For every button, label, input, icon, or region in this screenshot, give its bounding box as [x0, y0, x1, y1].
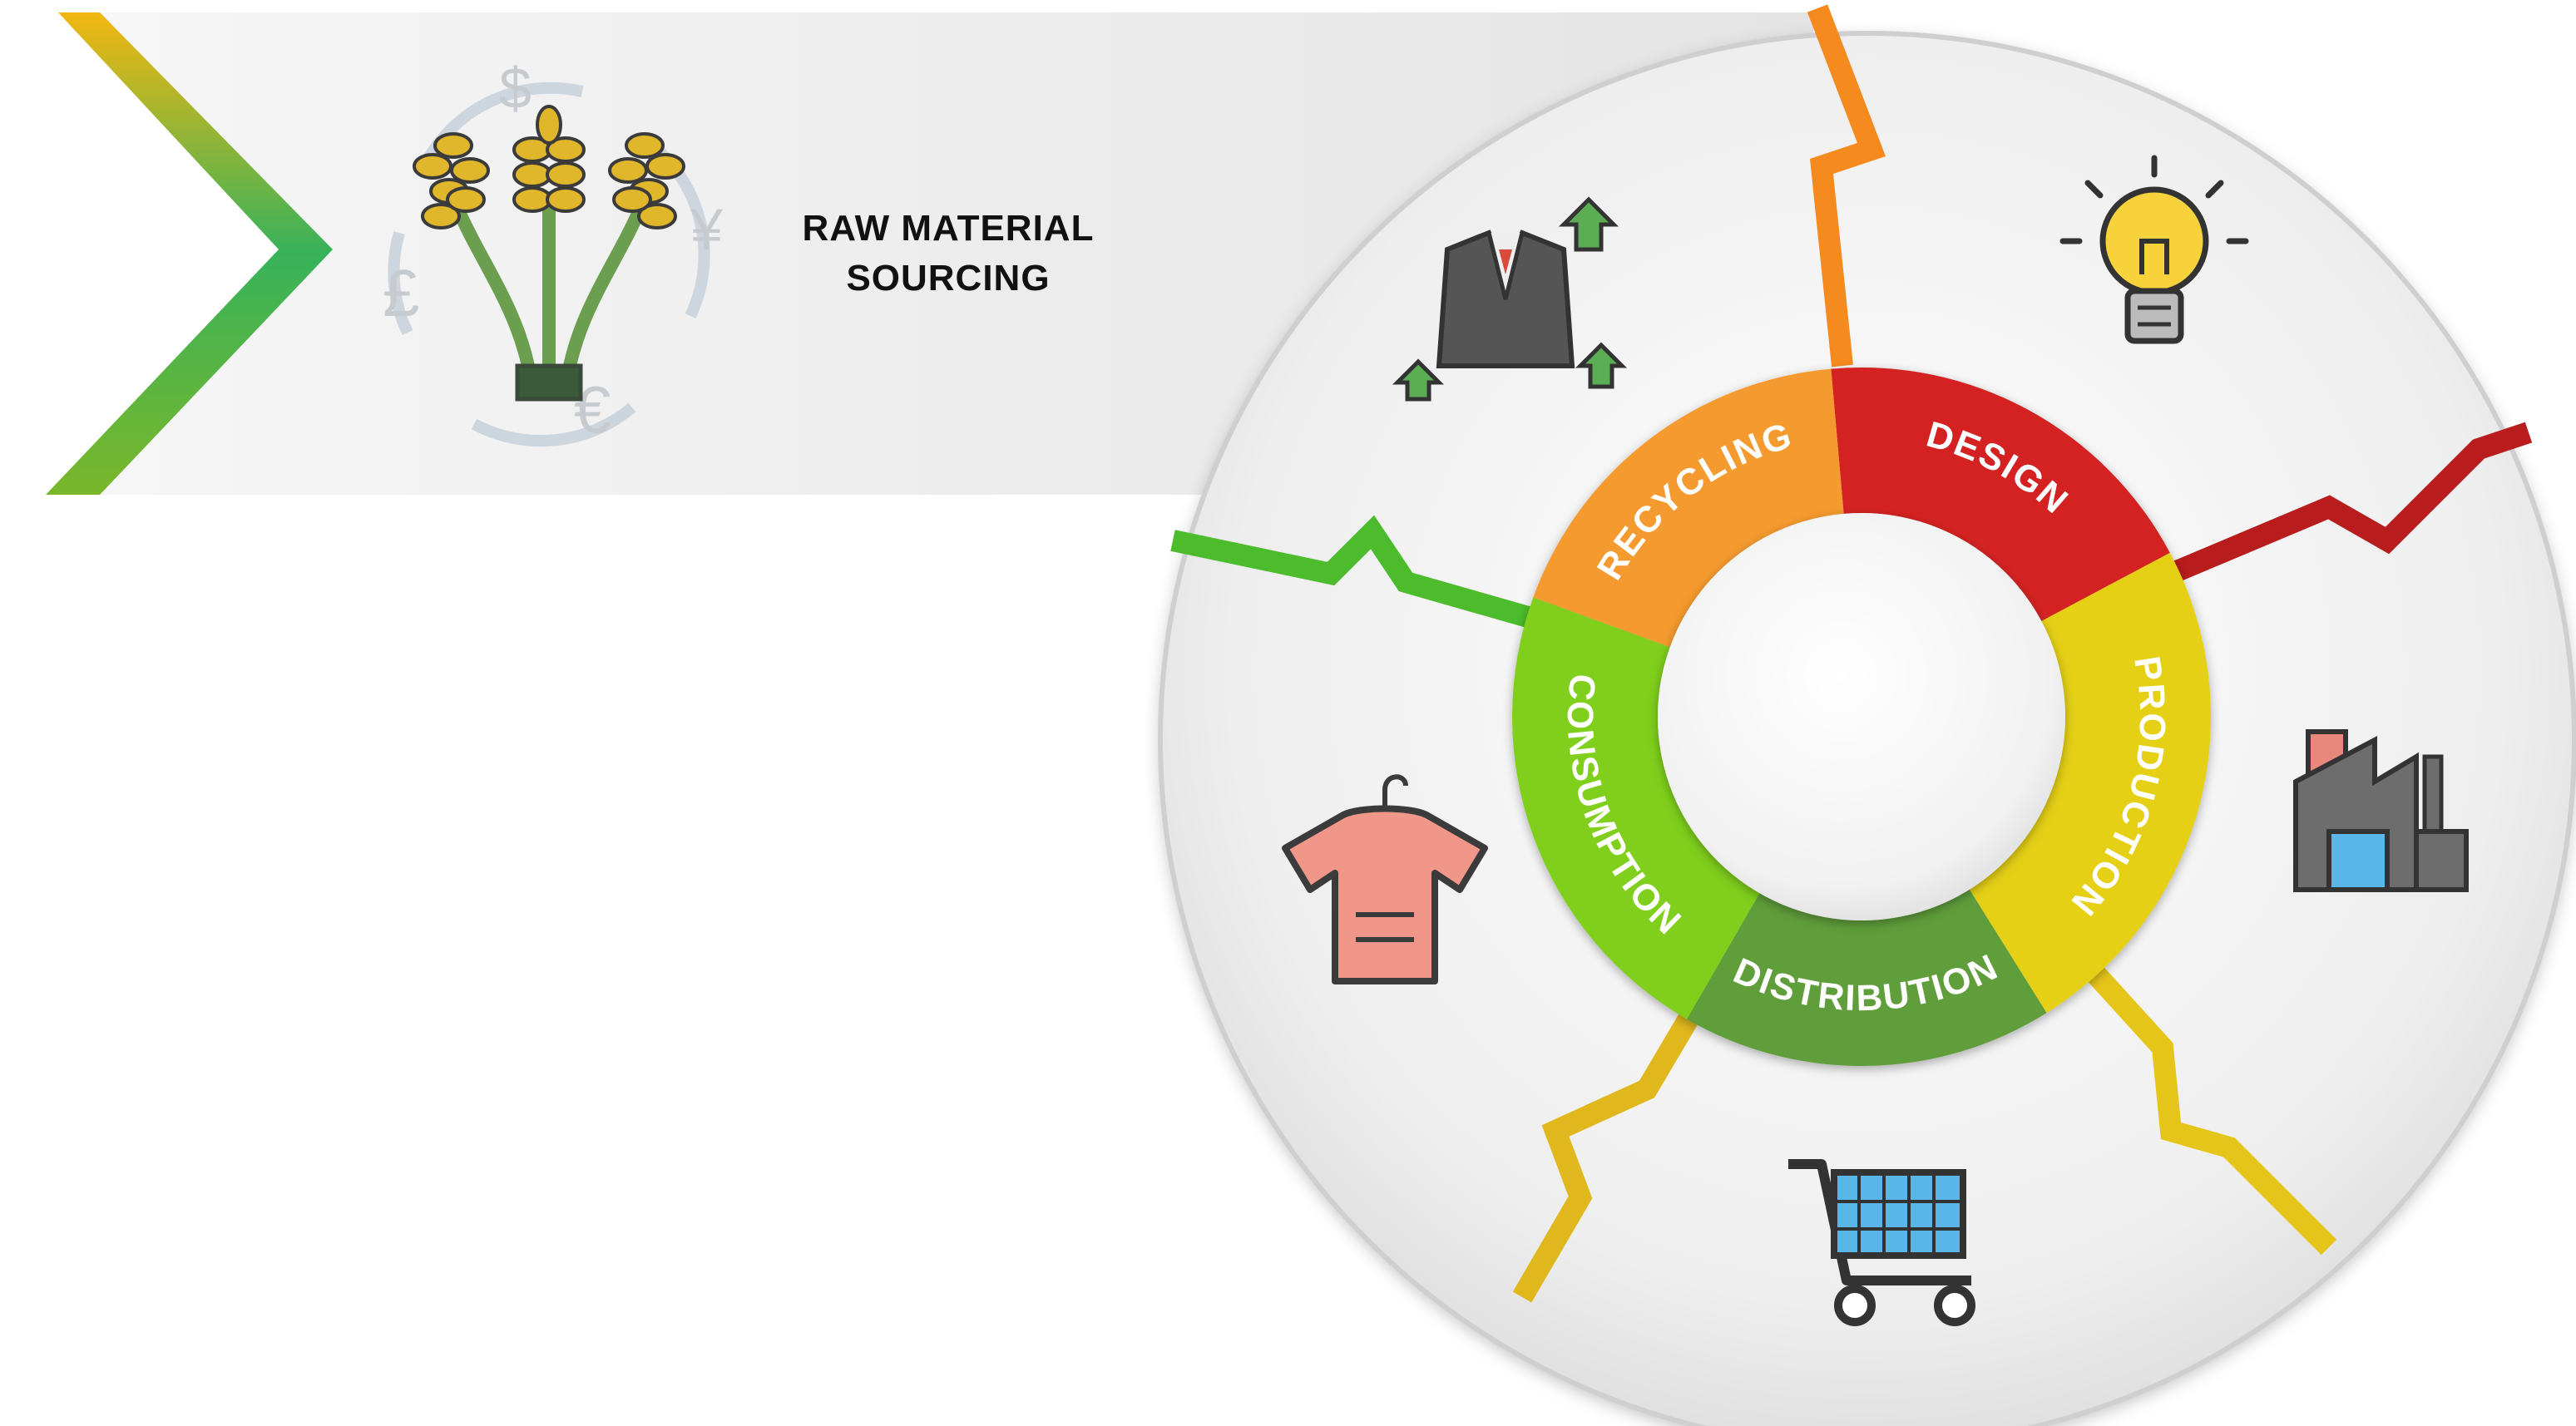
separator-design	[1807, 4, 1886, 368]
t-shirt-icon	[1282, 774, 1488, 984]
separator-consumption	[1512, 992, 1711, 1303]
chevron-arrow	[46, 12, 333, 495]
shopping-cart-icon	[1788, 1159, 1975, 1326]
stage-ring	[1512, 368, 2211, 1066]
segment-separators	[1170, 4, 2533, 1303]
ring-segment-design	[1831, 368, 2170, 621]
ring-segment-consumption	[1512, 597, 1760, 1019]
separator-recycling	[1170, 515, 1584, 643]
suit-jacket-icon	[1392, 196, 1628, 402]
raw-material-title: RAW MATERIAL SOURCING	[749, 204, 1148, 303]
svg-text:£: £	[383, 256, 420, 330]
lightbulb-icon	[2059, 155, 2249, 344]
wheat-currency-icon: $ ¥ £ €	[383, 56, 724, 447]
raw-material-line1: RAW MATERIAL	[802, 208, 1095, 249]
raw-material-line2: SOURCING	[846, 258, 1051, 299]
ring-segment-distribution	[1687, 889, 2047, 1066]
factory-icon	[2293, 729, 2469, 892]
svg-text:$: $	[499, 56, 532, 121]
separator-production	[2166, 422, 2533, 584]
ring-center	[1658, 513, 2065, 920]
ring-segment-recycling	[1533, 368, 1844, 648]
ring-segment-production	[1969, 552, 2211, 1014]
svg-text:¥: ¥	[690, 197, 724, 262]
separator-distribution	[2071, 949, 2337, 1256]
